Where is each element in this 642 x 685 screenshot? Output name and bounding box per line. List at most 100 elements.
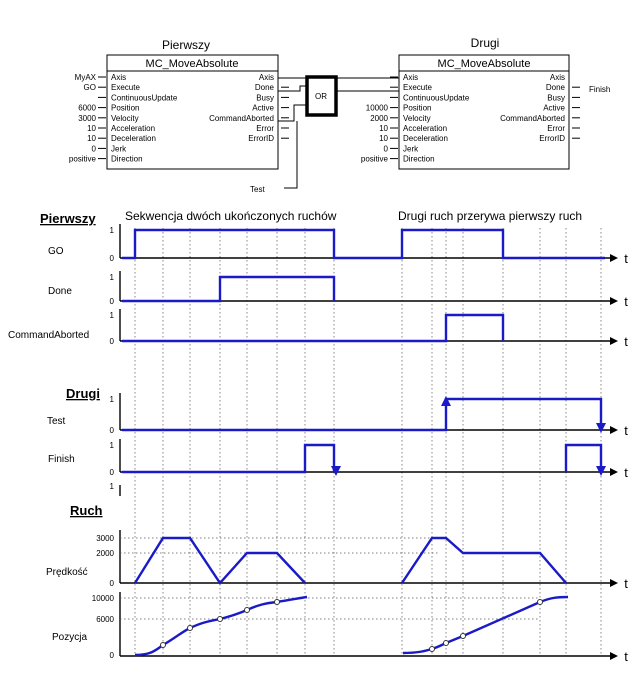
fb2-output-5: Error <box>547 124 565 133</box>
test-falling-arrow <box>596 423 606 433</box>
level-one-finish: 1 <box>110 441 115 450</box>
fb1-input-5: Acceleration <box>111 124 155 133</box>
signal-label-position: Pozycja <box>52 632 87 643</box>
level-zero-aborted: 0 <box>110 337 115 346</box>
fb1-input-3: Position <box>111 104 139 113</box>
fb1-input-value-6: 10 <box>87 134 96 143</box>
fb1-output-6: ErrorID <box>248 134 274 143</box>
level-one-spare: 1 <box>110 482 115 491</box>
time-label-test: t <box>624 423 628 438</box>
fb2-input-3: Position <box>403 104 431 113</box>
fb1-input-4: Velocity <box>111 114 139 123</box>
fb2-input-1: Execute <box>403 83 432 92</box>
or-box <box>305 75 338 117</box>
finish-falling-arrow-1 <box>331 466 341 476</box>
position-marker-2 <box>217 616 223 622</box>
fb1-output-5: Error <box>256 124 274 133</box>
fb2-input-7: Jerk <box>403 144 419 153</box>
fb1-instance-name: Pierwszy <box>162 38 210 52</box>
axis-arrow-finish <box>610 468 618 476</box>
wire-done-to-or <box>278 85 307 92</box>
fb2-output-2: Busy <box>547 93 565 102</box>
fb2-input-8: Direction <box>403 155 435 164</box>
position-marker-5 <box>429 646 435 652</box>
signal-label-go: GO <box>48 246 64 257</box>
fb2-box <box>398 54 570 170</box>
fb2-output-1: Done <box>546 83 566 92</box>
time-label-finish: t <box>624 465 628 480</box>
fb1-output-3: Active <box>252 104 274 113</box>
fb1-output-1: Done <box>255 83 275 92</box>
function-block-drugi: Drugi MC_MoveAbsolute AxisExecuteContinu… <box>361 36 610 170</box>
fb1-input-value-1: GO <box>84 83 96 92</box>
fb2-input-value-5: 10 <box>379 124 388 133</box>
fb1-input-value-0: MyAX <box>75 73 97 82</box>
axis-arrow-velocity <box>610 579 618 587</box>
level-one-aborted: 1 <box>110 311 115 320</box>
fb2-input-value-7: 0 <box>384 144 389 153</box>
fb2-output-6: ErrorID <box>539 134 565 143</box>
fb1-input-value-3: 6000 <box>78 104 96 113</box>
row-aborted: CommandAborted 1 0 t <box>8 309 628 349</box>
level-zero-done: 0 <box>110 297 115 306</box>
position-marker-8 <box>537 599 543 605</box>
fb2-input-4: Velocity <box>403 114 431 123</box>
position-marker-7 <box>460 633 466 639</box>
axis-arrow-aborted <box>610 337 618 345</box>
fb1-box <box>106 54 279 170</box>
trace-finish <box>122 443 603 474</box>
fb2-outputs: AxisDoneBusyActiveCommandAbortedErrorErr… <box>500 73 565 143</box>
fb2-input-0: Axis <box>403 73 418 82</box>
fb1-input-2: ContinuousUpdate <box>111 93 178 102</box>
fb2-input-2: ContinuousUpdate <box>403 93 470 102</box>
fb2-output-0: Axis <box>550 73 565 82</box>
time-label-aborted: t <box>624 334 628 349</box>
trace-go <box>122 228 605 260</box>
signal-label-aborted: CommandAborted <box>8 330 89 341</box>
position-marker-0 <box>160 642 166 648</box>
fb1-input-1: Execute <box>111 83 140 92</box>
fb2-done-output-label: Finish <box>589 85 610 94</box>
position-tick-2: 0 <box>110 651 115 660</box>
function-block-pierwszy: Pierwszy MC_MoveAbsolute AxisExecuteCont… <box>69 38 289 170</box>
velocity-tick-0: 3000 <box>96 534 114 543</box>
axis-arrow-test <box>610 426 618 434</box>
position-marker-3 <box>244 607 250 613</box>
axis-arrow-go <box>610 254 618 262</box>
level-one-done: 1 <box>110 273 115 282</box>
caption-right: Drugi ruch przerywa pierwszy ruch <box>398 209 582 223</box>
fb1-output-2: Busy <box>256 93 274 102</box>
wire-aborted-to-or <box>278 104 307 122</box>
fb1-outputs: AxisDoneBusyActiveCommandAbortedErrorErr… <box>209 73 274 143</box>
caption-left: Sekwencja dwóch ukończonych ruchów <box>125 209 337 223</box>
axis-arrow-position <box>610 652 618 660</box>
fb2-inputs: AxisExecuteContinuousUpdatePositionVeloc… <box>403 73 470 164</box>
velocity-tick-1: 2000 <box>96 549 114 558</box>
section-heading-ruch: Ruch <box>70 503 103 518</box>
position-marker-6 <box>443 640 449 646</box>
time-label-position: t <box>624 649 628 664</box>
fb2-type-name: MC_MoveAbsolute <box>438 58 531 70</box>
or-label: OR <box>315 92 327 101</box>
signal-label-finish: Finish <box>48 454 75 465</box>
fb1-input-8: Direction <box>111 155 143 164</box>
trace-test <box>122 397 603 432</box>
fb2-input-value-4: 2000 <box>370 114 388 123</box>
level-zero-finish: 0 <box>110 468 115 477</box>
fb2-input-value-3: 10000 <box>366 104 389 113</box>
fb1-input-value-7: 0 <box>92 144 97 153</box>
fb2-input-6: Deceleration <box>403 134 448 143</box>
fb2-output-3: Active <box>543 104 565 113</box>
level-zero-go: 0 <box>110 254 115 263</box>
position-marker-1 <box>187 625 193 631</box>
signal-label-done: Done <box>48 286 72 297</box>
fb1-input-value-4: 3000 <box>78 114 96 123</box>
position-tick-1: 6000 <box>96 615 114 624</box>
fb2-input-value-8: positive <box>361 155 389 164</box>
fb1-input-0: Axis <box>111 73 126 82</box>
